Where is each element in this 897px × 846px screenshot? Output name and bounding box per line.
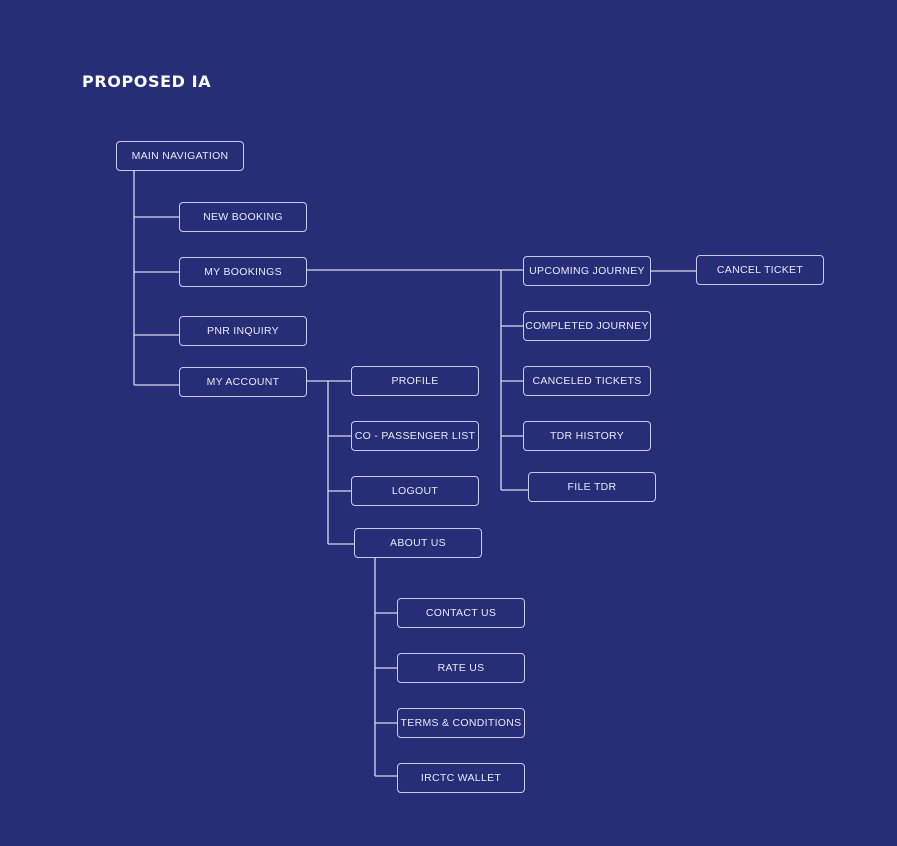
node-canceled-tickets[interactable]: CANCELED TICKETS (523, 366, 651, 396)
node-irctc-wallet[interactable]: IRCTC WALLET (397, 763, 525, 793)
node-rate-us[interactable]: RATE US (397, 653, 525, 683)
node-tdr-history[interactable]: TDR HISTORY (523, 421, 651, 451)
node-contact-us[interactable]: CONTACT US (397, 598, 525, 628)
node-my-bookings[interactable]: MY BOOKINGS (179, 257, 307, 287)
node-file-tdr[interactable]: FILE TDR (528, 472, 656, 502)
node-cancel-ticket[interactable]: CANCEL TICKET (696, 255, 824, 285)
node-upcoming-journey[interactable]: UPCOMING JOURNEY (523, 256, 651, 286)
node-profile[interactable]: PROFILE (351, 366, 479, 396)
node-main-navigation[interactable]: MAIN NAVIGATION (116, 141, 244, 171)
node-new-booking[interactable]: NEW BOOKING (179, 202, 307, 232)
node-co-passenger-list[interactable]: CO - PASSENGER LIST (351, 421, 479, 451)
node-my-account[interactable]: MY ACCOUNT (179, 367, 307, 397)
node-pnr-inquiry[interactable]: PNR INQUIRY (179, 316, 307, 346)
diagram-title: PROPOSED IA (82, 72, 212, 91)
node-terms-conditions[interactable]: TERMS & CONDITIONS (397, 708, 525, 738)
node-about-us[interactable]: ABOUT US (354, 528, 482, 558)
node-completed-journey[interactable]: COMPLETED JOURNEY (523, 311, 651, 341)
node-logout[interactable]: LOGOUT (351, 476, 479, 506)
